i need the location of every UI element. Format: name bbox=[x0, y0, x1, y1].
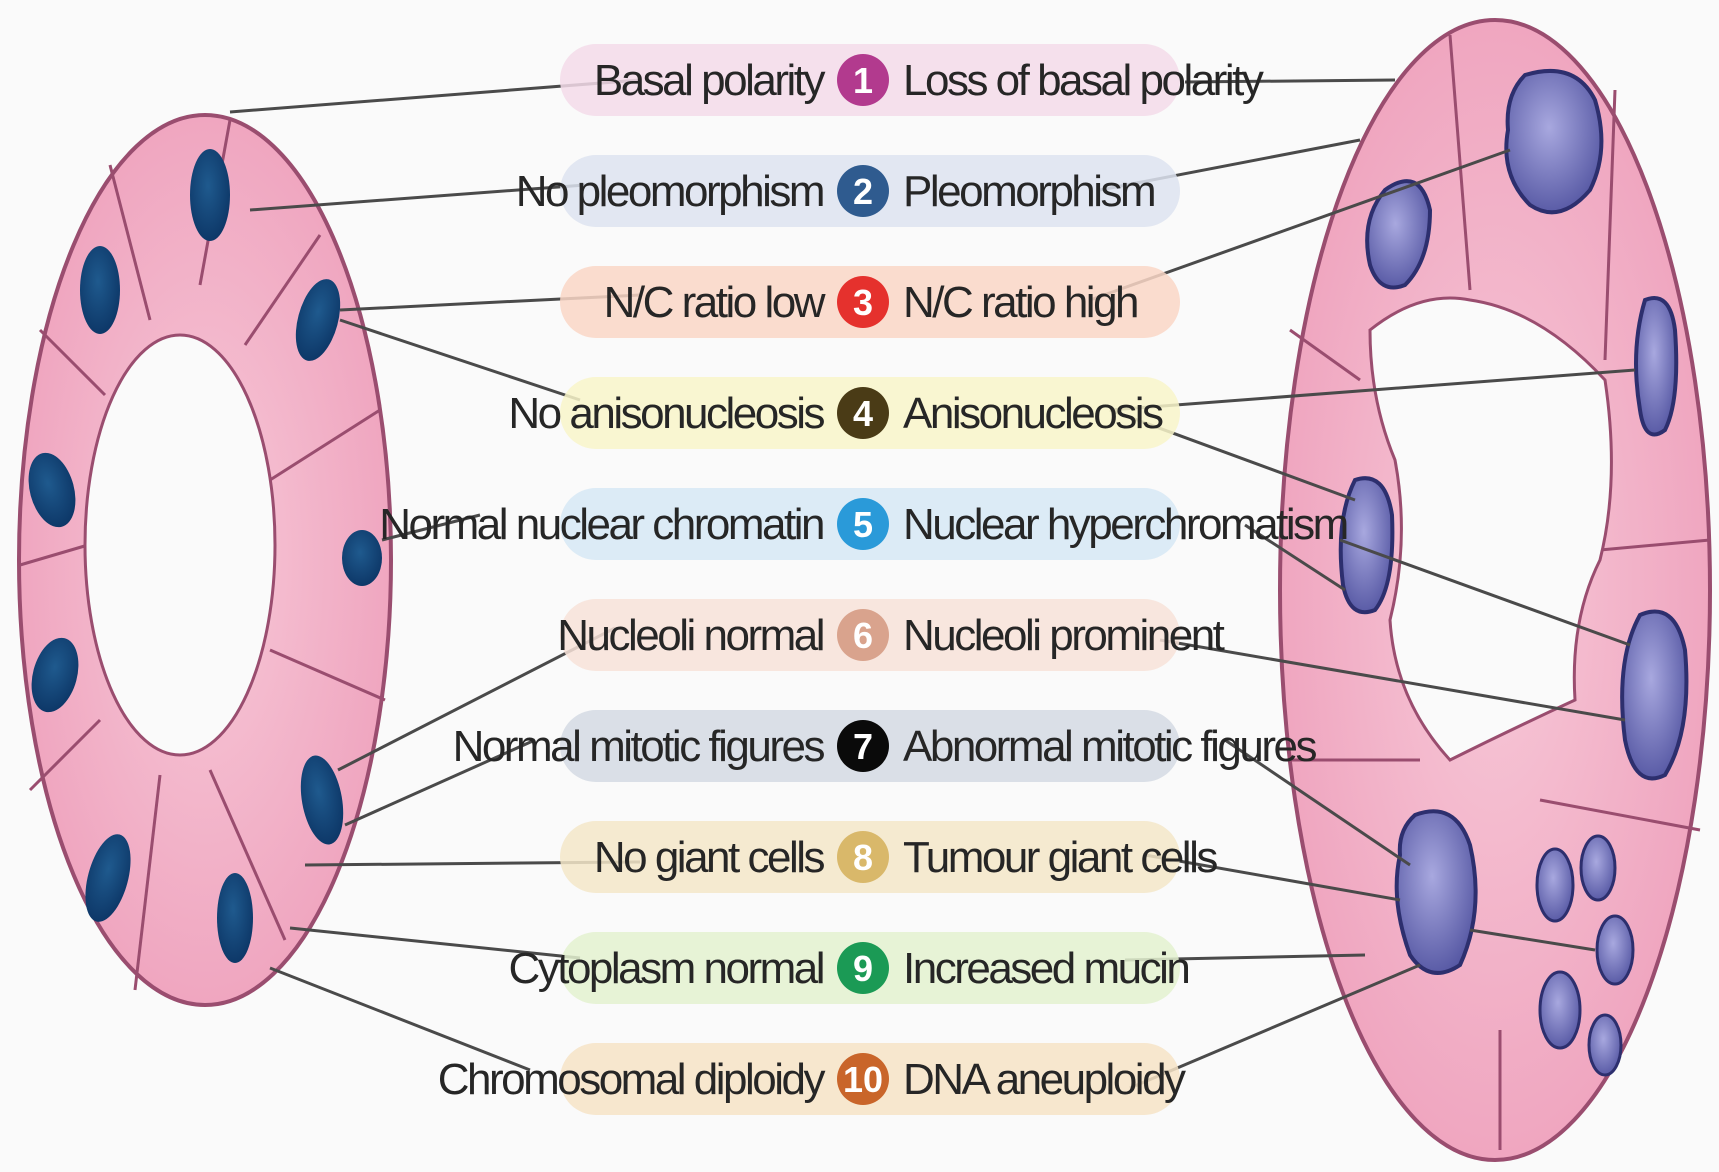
normal-gland bbox=[19, 115, 391, 1005]
normal-feature-label: No anisonucleosis bbox=[508, 389, 824, 438]
malignant-feature-label: Anisonucleosis bbox=[903, 389, 1163, 438]
number-badge-label: 6 bbox=[853, 615, 873, 656]
malignant-feature-label: Increased mucin bbox=[903, 944, 1188, 993]
giant-cell-nucleus bbox=[1597, 916, 1633, 984]
feature-row: No pleomorphism 2 Pleomorphism bbox=[516, 155, 1180, 227]
feature-row: N/C ratio low 3 N/C ratio high bbox=[560, 266, 1180, 338]
normal-nucleus bbox=[342, 530, 382, 586]
number-badge-label: 8 bbox=[853, 837, 873, 878]
normal-feature-label: N/C ratio low bbox=[604, 278, 826, 327]
number-badge-label: 3 bbox=[853, 282, 873, 323]
malignant-feature-label: Tumour giant cells bbox=[903, 833, 1217, 882]
number-badge-label: 7 bbox=[853, 726, 873, 767]
atypical-nucleus bbox=[1622, 612, 1686, 779]
normal-nucleus bbox=[80, 246, 120, 334]
feature-row: Nucleoli normal 6 Nucleoli prominent bbox=[557, 599, 1224, 671]
feature-row: Cytoplasm normal 9 Increased mucin bbox=[508, 932, 1188, 1004]
mitotic-figure bbox=[1397, 811, 1476, 973]
atypical-nucleus bbox=[1636, 298, 1676, 435]
normal-feature-label: No giant cells bbox=[594, 833, 825, 882]
normal-nucleus bbox=[190, 149, 230, 241]
malignant-feature-label: Pleomorphism bbox=[903, 167, 1154, 216]
feature-row: No giant cells 8 Tumour giant cells bbox=[560, 821, 1217, 893]
feature-row: Normal nuclear chromatin 5 Nuclear hyperch… bbox=[379, 488, 1347, 560]
normal-feature-label: Normal nuclear chromatin bbox=[379, 500, 823, 549]
number-badge-label: 5 bbox=[853, 504, 873, 545]
giant-cell-nucleus bbox=[1589, 1015, 1621, 1075]
giant-cell-nucleus bbox=[1540, 972, 1580, 1048]
number-badge-label: 2 bbox=[853, 171, 873, 212]
giant-cell-nucleus bbox=[1581, 836, 1615, 900]
normal-feature-label: Basal polarity bbox=[594, 56, 826, 105]
number-badge-label: 1 bbox=[853, 60, 873, 101]
feature-row: Chromosomal diploidy 10 DNA aneuploidy bbox=[438, 1043, 1186, 1115]
normal-feature-label: No pleomorphism bbox=[516, 167, 823, 216]
feature-row: Normal mitotic figures 7 Abnormal mitotic … bbox=[453, 710, 1317, 782]
number-badge-label: 9 bbox=[853, 948, 873, 989]
normal-feature-label: Cytoplasm normal bbox=[508, 944, 823, 993]
malignant-feature-label: Nucleoli prominent bbox=[903, 611, 1225, 660]
malignant-feature-label: Abnormal mitotic figures bbox=[903, 722, 1316, 771]
normal-gland-lumen bbox=[85, 335, 275, 755]
number-badge-label: 4 bbox=[853, 393, 873, 434]
normal-nucleus bbox=[217, 873, 253, 963]
feature-rows: Basal polarity 1 Loss of basal polarity No … bbox=[379, 44, 1347, 1115]
feature-row: Basal polarity 1 Loss of basal polarity bbox=[560, 44, 1264, 116]
number-badge-label: 10 bbox=[843, 1059, 883, 1100]
malignant-feature-label: N/C ratio high bbox=[903, 278, 1137, 327]
malignant-feature-label: Nuclear hyperchromatism bbox=[903, 500, 1347, 549]
normal-feature-label: Nucleoli normal bbox=[557, 611, 823, 660]
atypical-nucleus bbox=[1506, 71, 1601, 212]
normal-feature-label: Normal mitotic figures bbox=[453, 722, 825, 771]
giant-cell-nucleus bbox=[1537, 849, 1573, 921]
malignant-feature-label: DNA aneuploidy bbox=[903, 1055, 1186, 1104]
malignant-gland-lumen bbox=[1370, 298, 1611, 760]
feature-row: No anisonucleosis 4 Anisonucleosis bbox=[508, 377, 1180, 449]
malignant-feature-label: Loss of basal polarity bbox=[903, 56, 1264, 105]
normal-feature-label: Chromosomal diploidy bbox=[438, 1055, 826, 1104]
